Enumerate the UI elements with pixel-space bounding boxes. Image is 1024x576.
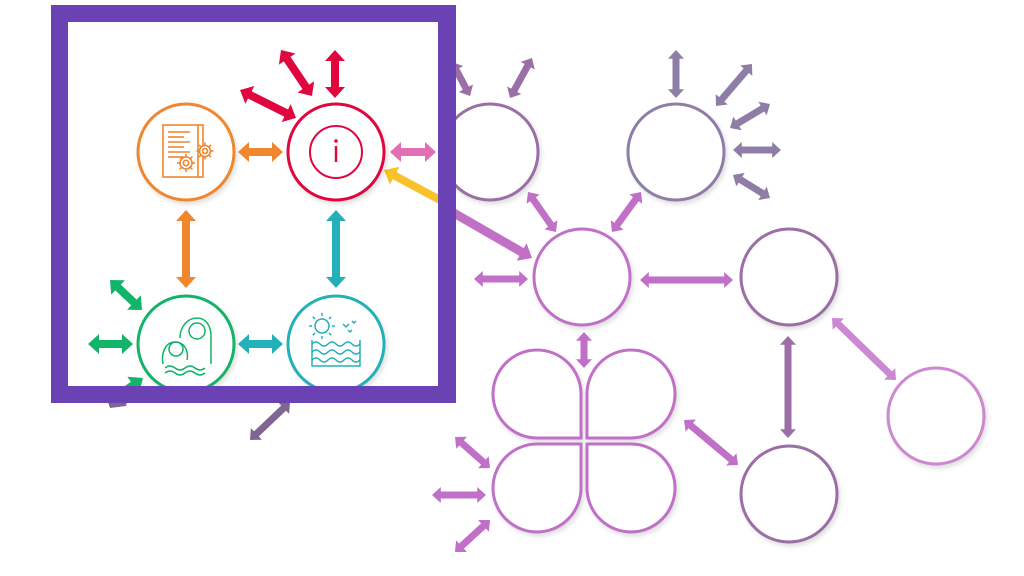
node-info xyxy=(286,102,386,202)
arrow-info-to-right xyxy=(390,142,436,162)
arrow-node-top-b-4 xyxy=(733,142,781,158)
arrow-family-1 xyxy=(110,280,142,310)
arrow-center-left xyxy=(474,271,528,287)
document-gear-icon xyxy=(162,124,214,178)
clover-petal-bottom-right xyxy=(585,442,677,534)
arrow-info-1 xyxy=(325,50,345,98)
arrow-info-2 xyxy=(278,50,315,96)
arrow-node-top-b-5 xyxy=(733,172,770,201)
arrow-info-to-sea xyxy=(326,210,346,288)
arrow-yellow-to-info xyxy=(384,166,442,204)
node-top-b xyxy=(626,102,726,202)
arrow-frame-to-center xyxy=(437,201,532,261)
arrow-center-to-clover xyxy=(576,332,592,368)
sea-sun-birds-icon xyxy=(309,313,361,367)
node-center xyxy=(532,227,632,327)
node-family-swim xyxy=(136,294,236,394)
node-document-settings xyxy=(136,102,236,202)
node-far-right xyxy=(886,366,986,466)
diagram-nodes xyxy=(136,102,986,544)
info-icon-dot xyxy=(334,139,338,143)
arrow-node-top-a-2 xyxy=(507,58,535,98)
arrow-clover-1 xyxy=(455,436,490,469)
family-swimming-icon xyxy=(161,317,212,376)
arrow-clover-2 xyxy=(432,487,486,503)
arrow-family-to-sea xyxy=(238,334,283,354)
arrow-doc-to-family xyxy=(176,210,196,288)
arrow-frame-bottom-out xyxy=(250,402,290,440)
arrow-node-top-b-3 xyxy=(730,101,770,131)
node-top-a xyxy=(440,102,540,202)
arrow-info-3 xyxy=(240,86,296,122)
arrow-clover-to-bottom-right xyxy=(684,419,738,466)
arrow-node-top-b-2 xyxy=(715,64,753,106)
node-sea-sun xyxy=(286,294,386,394)
arrow-center-to-top-a xyxy=(526,192,558,232)
clover-petal-top-right xyxy=(585,348,677,440)
arrow-doc-to-info xyxy=(238,142,283,162)
clover-node xyxy=(491,348,677,534)
arrow-center-to-top-b xyxy=(610,192,643,232)
node-right xyxy=(739,227,839,327)
info-ring xyxy=(309,125,363,179)
clover-petal-top-left xyxy=(491,348,583,440)
arrow-node-top-b-1 xyxy=(668,50,684,98)
arrow-right-to-far-right xyxy=(832,318,896,380)
arrow-center-to-right xyxy=(640,272,733,288)
arrow-family-2 xyxy=(88,334,133,354)
arrow-right-to-bottom-right xyxy=(780,336,796,438)
info-icon-stem xyxy=(334,146,338,162)
arrow-clover-3 xyxy=(455,520,490,552)
clover-petal-bottom-left xyxy=(491,442,583,534)
node-bottom-right xyxy=(739,444,839,544)
